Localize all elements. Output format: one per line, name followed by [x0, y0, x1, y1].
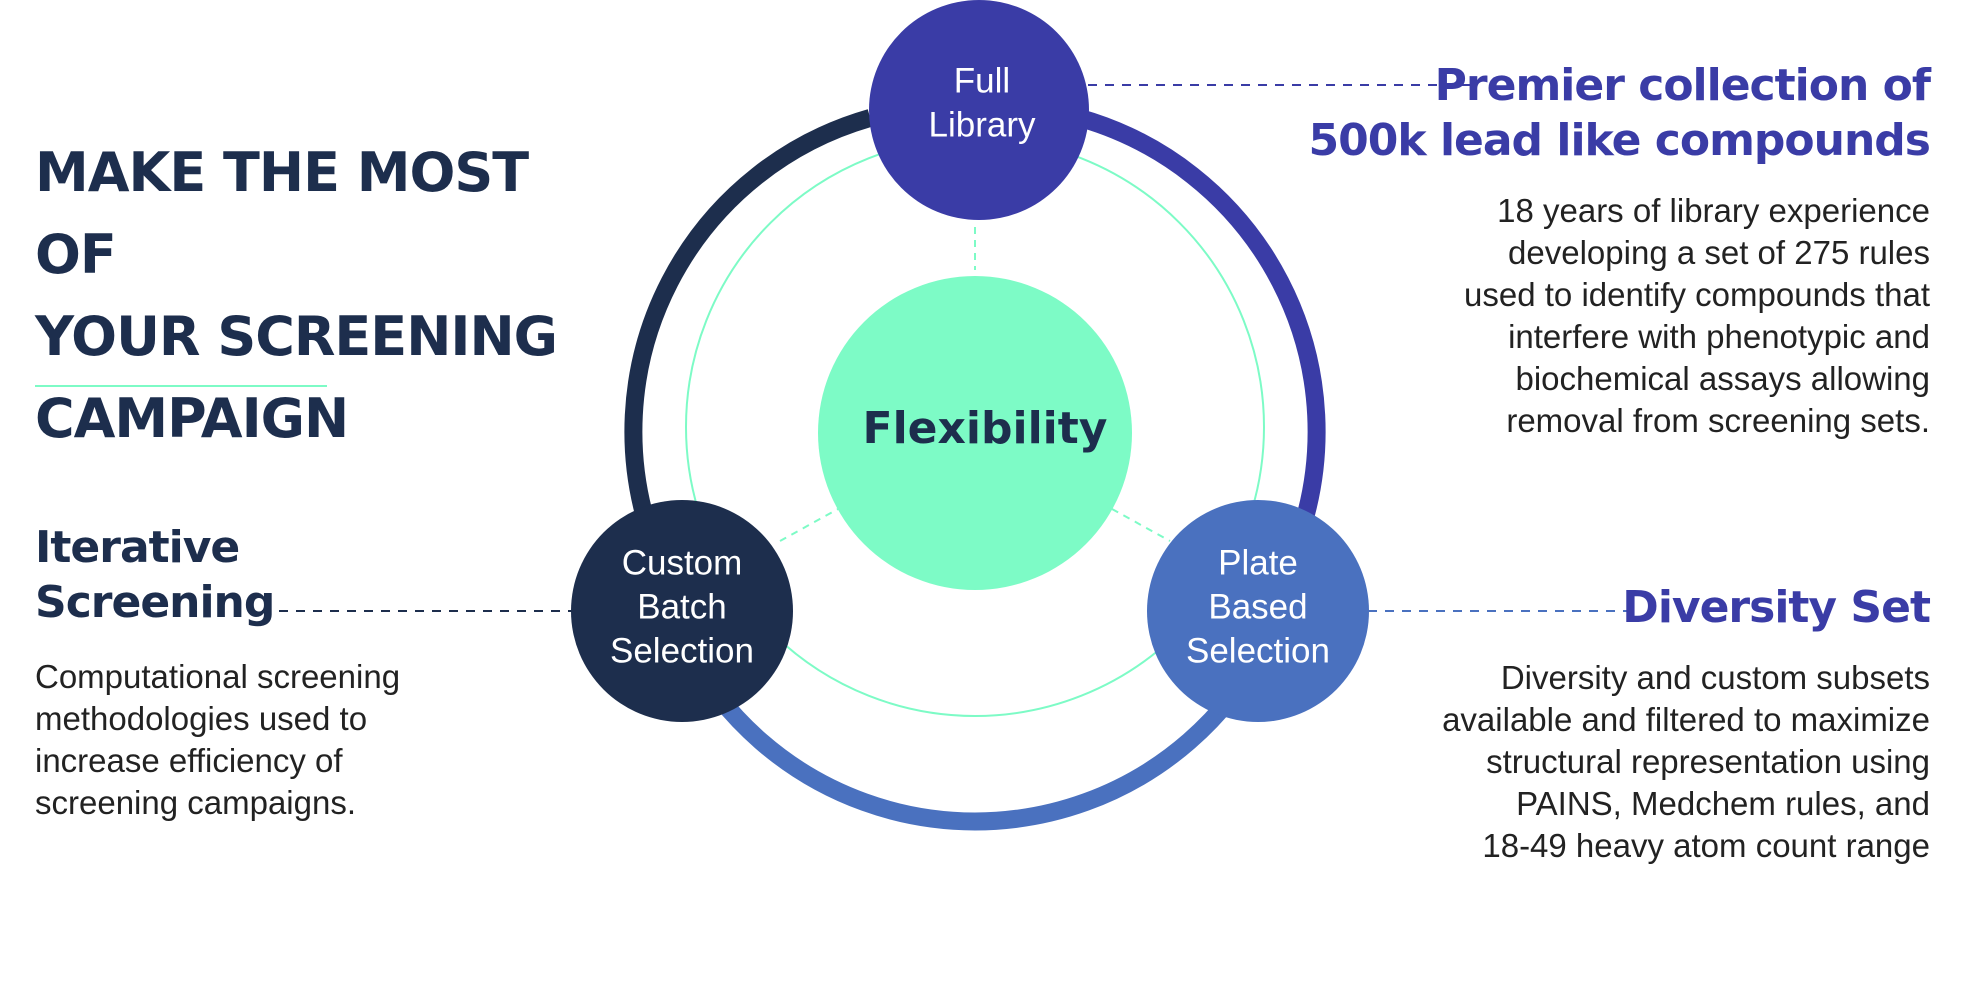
center-circle: [818, 276, 1132, 590]
outer-ring-arc-navy: [624, 109, 873, 544]
node-plate-based-label-3: Selection: [1186, 631, 1330, 670]
page-title: MAKE THE MOST OF YOUR SCREENING CAMPAIGN: [35, 132, 595, 460]
iterative-desc-line: Computational screening: [35, 658, 401, 695]
premier-desc-line: developing a set of 275 rules: [1508, 234, 1930, 271]
premier-heading: Premier collection of 500k lead like com…: [1210, 58, 1931, 168]
premier-description: 18 years of library experience developin…: [1370, 190, 1930, 442]
node-plate-based-label-2: Based: [1208, 587, 1307, 626]
node-plate-based: [1147, 500, 1369, 722]
premier-desc-line: removal from screening sets.: [1506, 402, 1930, 439]
diversity-desc-line: structural representation using: [1486, 743, 1930, 780]
premier-heading-line-2: 500k lead like compounds: [1308, 115, 1931, 166]
node-custom-batch-label-1: Custom: [622, 543, 743, 582]
spoke-left: [779, 508, 839, 542]
diversity-heading: Diversity Set: [1622, 582, 1931, 633]
node-custom-batch: [571, 500, 793, 722]
iterative-description: Computational screening methodologies us…: [35, 656, 495, 824]
node-custom-batch-label-2: Batch: [637, 587, 727, 626]
iterative-desc-line: methodologies used to: [35, 700, 368, 737]
spoke-right: [1111, 508, 1171, 542]
diversity-desc-line: available and filtered to maximize: [1442, 701, 1930, 738]
iterative-desc-line: screening campaigns.: [35, 784, 357, 821]
diversity-desc-line: Diversity and custom subsets: [1500, 659, 1930, 696]
premier-desc-line: interfere with phenotypic and: [1508, 318, 1930, 355]
diversity-desc-line: PAINS, Medchem rules, and: [1516, 785, 1930, 822]
outer-ring-arc-indigo: [1077, 109, 1326, 544]
node-full-library: [869, 0, 1089, 220]
iterative-heading-line-2: Screening: [35, 577, 275, 628]
title-underline: [35, 385, 327, 387]
node-full-library-label-1: Full: [954, 61, 1010, 100]
premier-desc-line: 18 years of library experience: [1497, 192, 1930, 229]
iterative-heading: Iterative Screening: [35, 520, 335, 630]
diversity-desc-line: 18-49 heavy atom count range: [1482, 827, 1930, 864]
diversity-description: Diversity and custom subsets available a…: [1340, 657, 1930, 867]
node-plate-based-label-1: Plate: [1218, 543, 1298, 582]
premier-heading-line-1: Premier collection of: [1434, 60, 1931, 111]
premier-desc-line: used to identify compounds that: [1464, 276, 1930, 313]
iterative-heading-line-1: Iterative: [35, 522, 240, 573]
node-full-library-label-2: Library: [929, 105, 1036, 144]
page-title-line-3: CAMPAIGN: [35, 387, 349, 450]
premier-desc-line: biochemical assays allowing: [1515, 360, 1930, 397]
center-label: Flexibility: [863, 403, 1108, 454]
page-title-line-2: YOUR SCREENING: [35, 305, 558, 368]
iterative-desc-line: increase efficiency of: [35, 742, 343, 779]
node-custom-batch-label-3: Selection: [610, 631, 754, 670]
page-title-line-1: MAKE THE MOST OF: [35, 141, 529, 286]
